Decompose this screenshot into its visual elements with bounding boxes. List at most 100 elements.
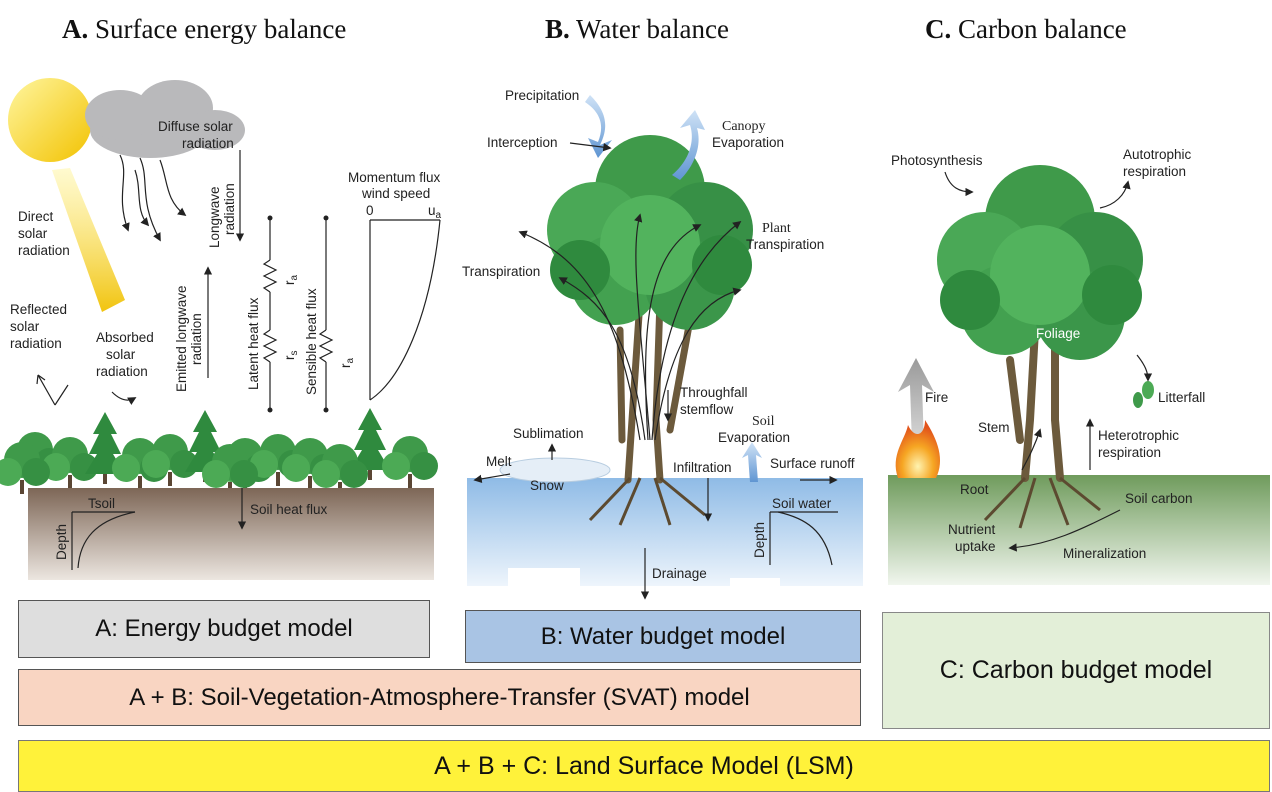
water-tree-canopy (547, 135, 753, 330)
emitted-label-1: Emitted longwave (174, 285, 189, 392)
panel-a-title: A. Surface energy balance (62, 14, 346, 45)
root-label: Root (960, 482, 989, 497)
longwave-label-1: Longwave (207, 186, 222, 248)
latent-resistor (262, 218, 278, 410)
panel-a-title-text: Surface energy balance (88, 14, 347, 44)
absorbed-label-1: Absorbed (96, 330, 154, 345)
mineralization-label: Mineralization (1063, 546, 1146, 561)
snow-pile (499, 457, 611, 483)
water-tree-roots (588, 476, 706, 526)
precipitation-arrow (585, 95, 612, 158)
reflected-label-1: Reflected (10, 302, 67, 317)
transpiration-label: Transpiration (462, 264, 540, 279)
reflected-label-2: solar (10, 319, 40, 334)
reflected-label-3: radiation (10, 336, 62, 351)
litterfall-leaves (1133, 381, 1154, 408)
canopy-label-1: Canopy (722, 119, 766, 134)
mineralization-arrow (1008, 509, 1121, 552)
photosynthesis-label: Photosynthesis (891, 153, 983, 168)
carbon-tree-trunk (1006, 326, 1064, 482)
panel-b-title: B. Water balance (545, 14, 729, 45)
ra-label-2: ra (338, 358, 356, 369)
panel-c-title: C. Carbon balance (925, 14, 1127, 45)
direct-label-2: solar (18, 226, 48, 241)
energy-budget-box: A: Energy budget model (18, 600, 430, 658)
diffuse-label-2: radiation (182, 136, 234, 151)
latent-label: Latent heat flux (246, 297, 261, 390)
diffuse-arrows (119, 154, 187, 242)
water-tree-trunk (616, 296, 694, 484)
sun-icon (8, 78, 92, 162)
melt-label: Melt (486, 454, 512, 469)
panel-a-letter: A. (62, 14, 89, 44)
forest (0, 408, 438, 496)
panel-a-scene: Diffuse solar radiation Direct solar rad… (0, 78, 442, 580)
fire-smoke-arrow (898, 358, 934, 445)
soil-water-label: Soil water (772, 496, 832, 511)
absorbed-arrow (111, 391, 137, 405)
soil-heat-label: Soil heat flux (250, 502, 328, 517)
carbon-budget-box: C: Carbon budget model (882, 612, 1270, 729)
panel-b-letter: B. (545, 14, 570, 44)
panel-c-letter: C. (925, 14, 952, 44)
precipitation-label: Precipitation (505, 88, 579, 103)
canopy-label-2: Evaporation (712, 135, 784, 150)
plant-label-1: Plant (762, 221, 791, 236)
depth-label-a: Depth (54, 524, 69, 560)
sensible-label: Sensible heat flux (304, 288, 319, 395)
soil-evap-label-1: Soil (752, 414, 775, 429)
rs-label: rs (282, 351, 300, 361)
infiltration-label: Infiltration (673, 460, 732, 475)
emitted-label-2: radiation (189, 313, 204, 365)
throughfall-label-2: stemflow (680, 402, 734, 417)
plant-label-2: Transpiration (746, 237, 824, 252)
heterotrophic-label-1: Heterotrophic (1098, 428, 1179, 443)
direct-label-1: Direct (18, 209, 54, 224)
transpiration-arrows (518, 213, 742, 441)
absorbed-label-3: radiation (96, 364, 148, 379)
carbon-tree-roots (983, 476, 1101, 529)
sensible-resistor (318, 218, 334, 410)
momentum-label-2: wind speed (361, 186, 430, 201)
ua-label: ua (428, 203, 442, 221)
absorbed-label-2: solar (106, 347, 136, 362)
direct-label-3: radiation (18, 243, 70, 258)
drainage-label: Drainage (652, 566, 707, 581)
depth-label-b: Depth (752, 522, 767, 558)
fire-icon (895, 420, 941, 478)
autotrophic-label-1: Autotrophic (1123, 147, 1192, 162)
diffuse-label-1: Diffuse solar (158, 119, 233, 134)
soil-evap-label-2: Evaporation (718, 430, 790, 445)
soil-layer-a (28, 488, 434, 580)
fire-label: Fire (925, 390, 948, 405)
lsm-model-box: A + B + C: Land Surface Model (LSM) (18, 740, 1270, 792)
runoff-label: Surface runoff (770, 456, 855, 471)
heterotrophic-label-2: respiration (1098, 445, 1161, 460)
panel-b-scene: Precipitation Interception Canopy Evapor… (462, 88, 863, 600)
water-budget-box: B: Water budget model (465, 610, 861, 663)
tsoil-label: Tsoil (88, 496, 115, 511)
canopy-evaporation-arrow (672, 110, 705, 180)
zero-label: 0 (366, 203, 374, 218)
cloud-icon (85, 80, 245, 158)
litterfall-label: Litterfall (1158, 390, 1205, 405)
direct-solar-beam (52, 168, 125, 312)
panel-b-title-text: Water balance (569, 14, 729, 44)
wind-profile (369, 219, 441, 401)
stem-label: Stem (978, 420, 1010, 435)
interception-label: Interception (487, 135, 558, 150)
momentum-label-1: Momentum flux (348, 170, 441, 185)
soil-evaporation-arrow (742, 442, 762, 482)
throughfall-label-1: Throughfall (680, 385, 748, 400)
panel-c-title-text: Carbon balance (951, 14, 1127, 44)
longwave-label-2: radiation (222, 183, 237, 235)
snow-label: Snow (530, 478, 564, 493)
tsoil-profile (71, 511, 136, 570)
autotrophic-label-2: respiration (1123, 164, 1186, 179)
foliage-label: Foliage (1036, 326, 1080, 341)
panel-c-scene: Photosynthesis Autotrophic respiration F… (888, 147, 1270, 585)
nutrient-label-1: Nutrient (948, 522, 996, 537)
sublimation-label: Sublimation (513, 426, 584, 441)
reflected-arrow (37, 374, 69, 406)
